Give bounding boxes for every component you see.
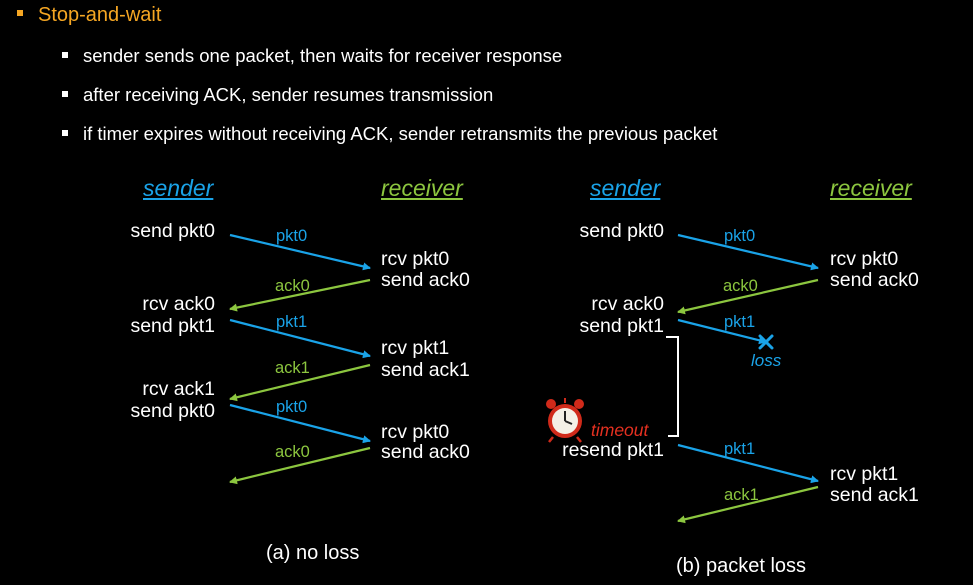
- diagram-a-caption: (a) no loss: [266, 542, 360, 564]
- diagram-a-sender-header: sender: [143, 175, 214, 201]
- sender-event-label: send pkt0: [130, 400, 215, 422]
- receiver-event-label: rcv pkt0: [381, 248, 450, 270]
- arrow-label-ack: ack1: [724, 486, 759, 504]
- arrow-label-ack: ack0: [723, 277, 758, 295]
- ack-arrow: [677, 278, 819, 315]
- packet-arrow: [229, 318, 371, 359]
- bullet-icon: [62, 52, 68, 58]
- packet-arrow: [677, 443, 819, 484]
- lost-packet-arrow: [677, 318, 767, 345]
- arrow-label-packet: pkt0: [276, 398, 308, 416]
- slide-title: Stop-and-wait: [38, 4, 162, 26]
- receiver-event-label: rcv pkt1: [830, 463, 899, 485]
- alarm-clock-icon: [546, 398, 584, 443]
- title-bullet-icon: [17, 10, 23, 16]
- arrow-label-packet: pkt1: [724, 313, 756, 331]
- timeout-bracket: [666, 336, 679, 437]
- bullet-text-3: if timer expires without receiving ACK, …: [83, 123, 718, 144]
- receiver-event-label: send ack0: [381, 441, 470, 463]
- ack-arrow: [229, 278, 371, 312]
- loss-label: loss: [751, 351, 782, 370]
- sender-event-label: send pkt1: [579, 315, 664, 337]
- arrow-label-packet: pkt1: [724, 440, 756, 458]
- arrow-label-packet: pkt1: [276, 313, 308, 331]
- arrow-label-ack: ack1: [275, 359, 310, 377]
- arrow-label-packet: pkt0: [724, 227, 756, 245]
- receiver-event-label: rcv pkt0: [830, 248, 899, 270]
- receiver-event-label: send ack0: [830, 269, 919, 291]
- sender-event-label: rcv ack1: [142, 378, 215, 400]
- sender-event-label: rcv ack0: [591, 293, 664, 315]
- arrow-label-packet: pkt0: [276, 227, 308, 245]
- bullet-text-1: sender sends one packet, then waits for …: [83, 45, 563, 66]
- loss-x-icon: [758, 334, 774, 350]
- sender-event-label: send pkt0: [579, 220, 664, 242]
- diagram-b-caption: (b) packet loss: [676, 555, 807, 577]
- bullet-icon: [62, 91, 68, 97]
- bullet-icon: [62, 130, 68, 136]
- sender-event-label: resend pkt1: [562, 439, 664, 461]
- receiver-event-label: send ack1: [381, 359, 470, 381]
- receiver-event-label: send ack1: [830, 484, 919, 506]
- arrow-label-ack: ack0: [275, 443, 310, 461]
- receiver-event-label: rcv pkt1: [381, 337, 450, 359]
- diagram-b-receiver-header: receiver: [830, 175, 912, 201]
- sender-event-label: rcv ack0: [142, 293, 215, 315]
- packet-arrow: [229, 403, 371, 444]
- arrow-label-ack: ack0: [275, 277, 310, 295]
- bullet-text-2: after receiving ACK, sender resumes tran…: [83, 84, 494, 105]
- sender-event-label: send pkt1: [130, 315, 215, 337]
- ack-arrow: [229, 446, 371, 485]
- packet-arrow: [229, 233, 371, 271]
- diagram-a-receiver-header: receiver: [381, 175, 463, 201]
- ack-arrow: [229, 363, 371, 402]
- timeout-label: timeout: [591, 420, 649, 440]
- receiver-event-label: send ack0: [381, 269, 470, 291]
- ack-arrow: [677, 485, 819, 524]
- diagram-b-sender-header: sender: [590, 175, 661, 201]
- sender-event-label: send pkt0: [130, 220, 215, 242]
- receiver-event-label: rcv pkt0: [381, 421, 450, 443]
- packet-arrow: [677, 233, 819, 271]
